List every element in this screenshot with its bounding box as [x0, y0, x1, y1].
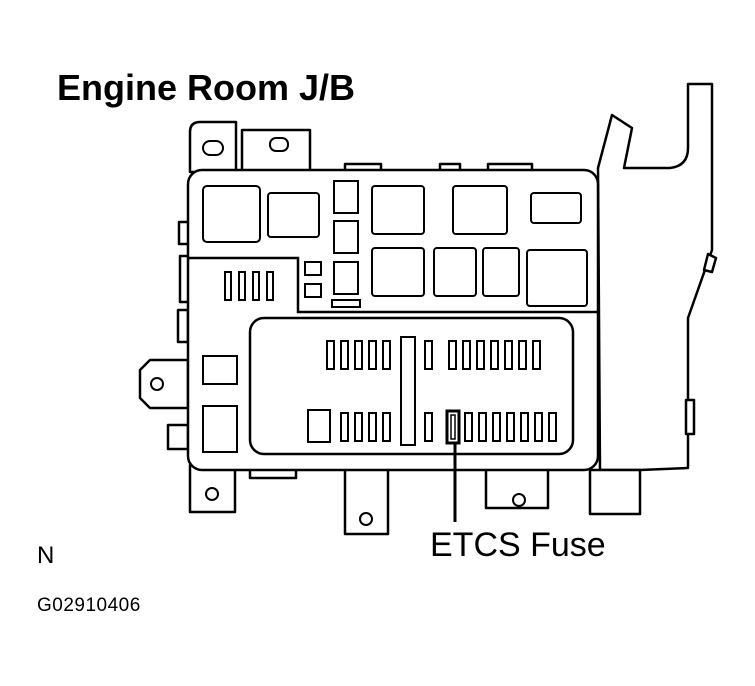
relay — [202, 405, 238, 453]
relay — [202, 355, 238, 385]
upper-section-divider — [188, 256, 598, 314]
figure-id: G02910406 — [37, 595, 141, 616]
fuse — [333, 220, 359, 254]
fuse-terminal — [266, 271, 274, 301]
tab-hole — [150, 377, 164, 391]
mounting-bracket-right — [596, 82, 714, 472]
fuse-row-bottom — [340, 412, 557, 442]
relay — [452, 185, 508, 235]
side-clip — [166, 423, 190, 451]
tab-hole — [512, 493, 526, 507]
fuse-slot-large — [307, 409, 331, 443]
relay — [433, 247, 477, 297]
tab-hole — [359, 512, 373, 526]
fuse — [333, 180, 359, 214]
relay — [371, 185, 425, 235]
small-fuse — [304, 261, 322, 276]
small-fuse — [304, 283, 322, 298]
bracket-tab — [702, 252, 718, 274]
fuse-terminal — [238, 271, 246, 301]
tab-hole — [202, 140, 224, 156]
bracket-clip — [684, 398, 696, 436]
relay — [267, 192, 320, 238]
fuse — [333, 261, 359, 295]
etcs-fuse-label: ETCS Fuse — [430, 526, 606, 564]
relay — [482, 247, 520, 297]
relay — [530, 192, 582, 224]
bottom-connector-right — [588, 468, 642, 516]
fuse-terminal — [252, 271, 260, 301]
diagram-title: Engine Room J/B — [57, 67, 356, 108]
orientation-mark: N — [37, 542, 55, 569]
fuse-terminal — [224, 271, 232, 301]
side-clip — [176, 308, 190, 344]
fuse-row-top — [326, 340, 541, 370]
relay — [526, 249, 588, 307]
tab-hole — [205, 487, 219, 501]
relay — [202, 185, 261, 243]
tab-hole — [269, 137, 289, 152]
fuse-panel-rail — [400, 336, 416, 446]
relay — [371, 247, 425, 297]
fuse-slot — [331, 299, 361, 308]
